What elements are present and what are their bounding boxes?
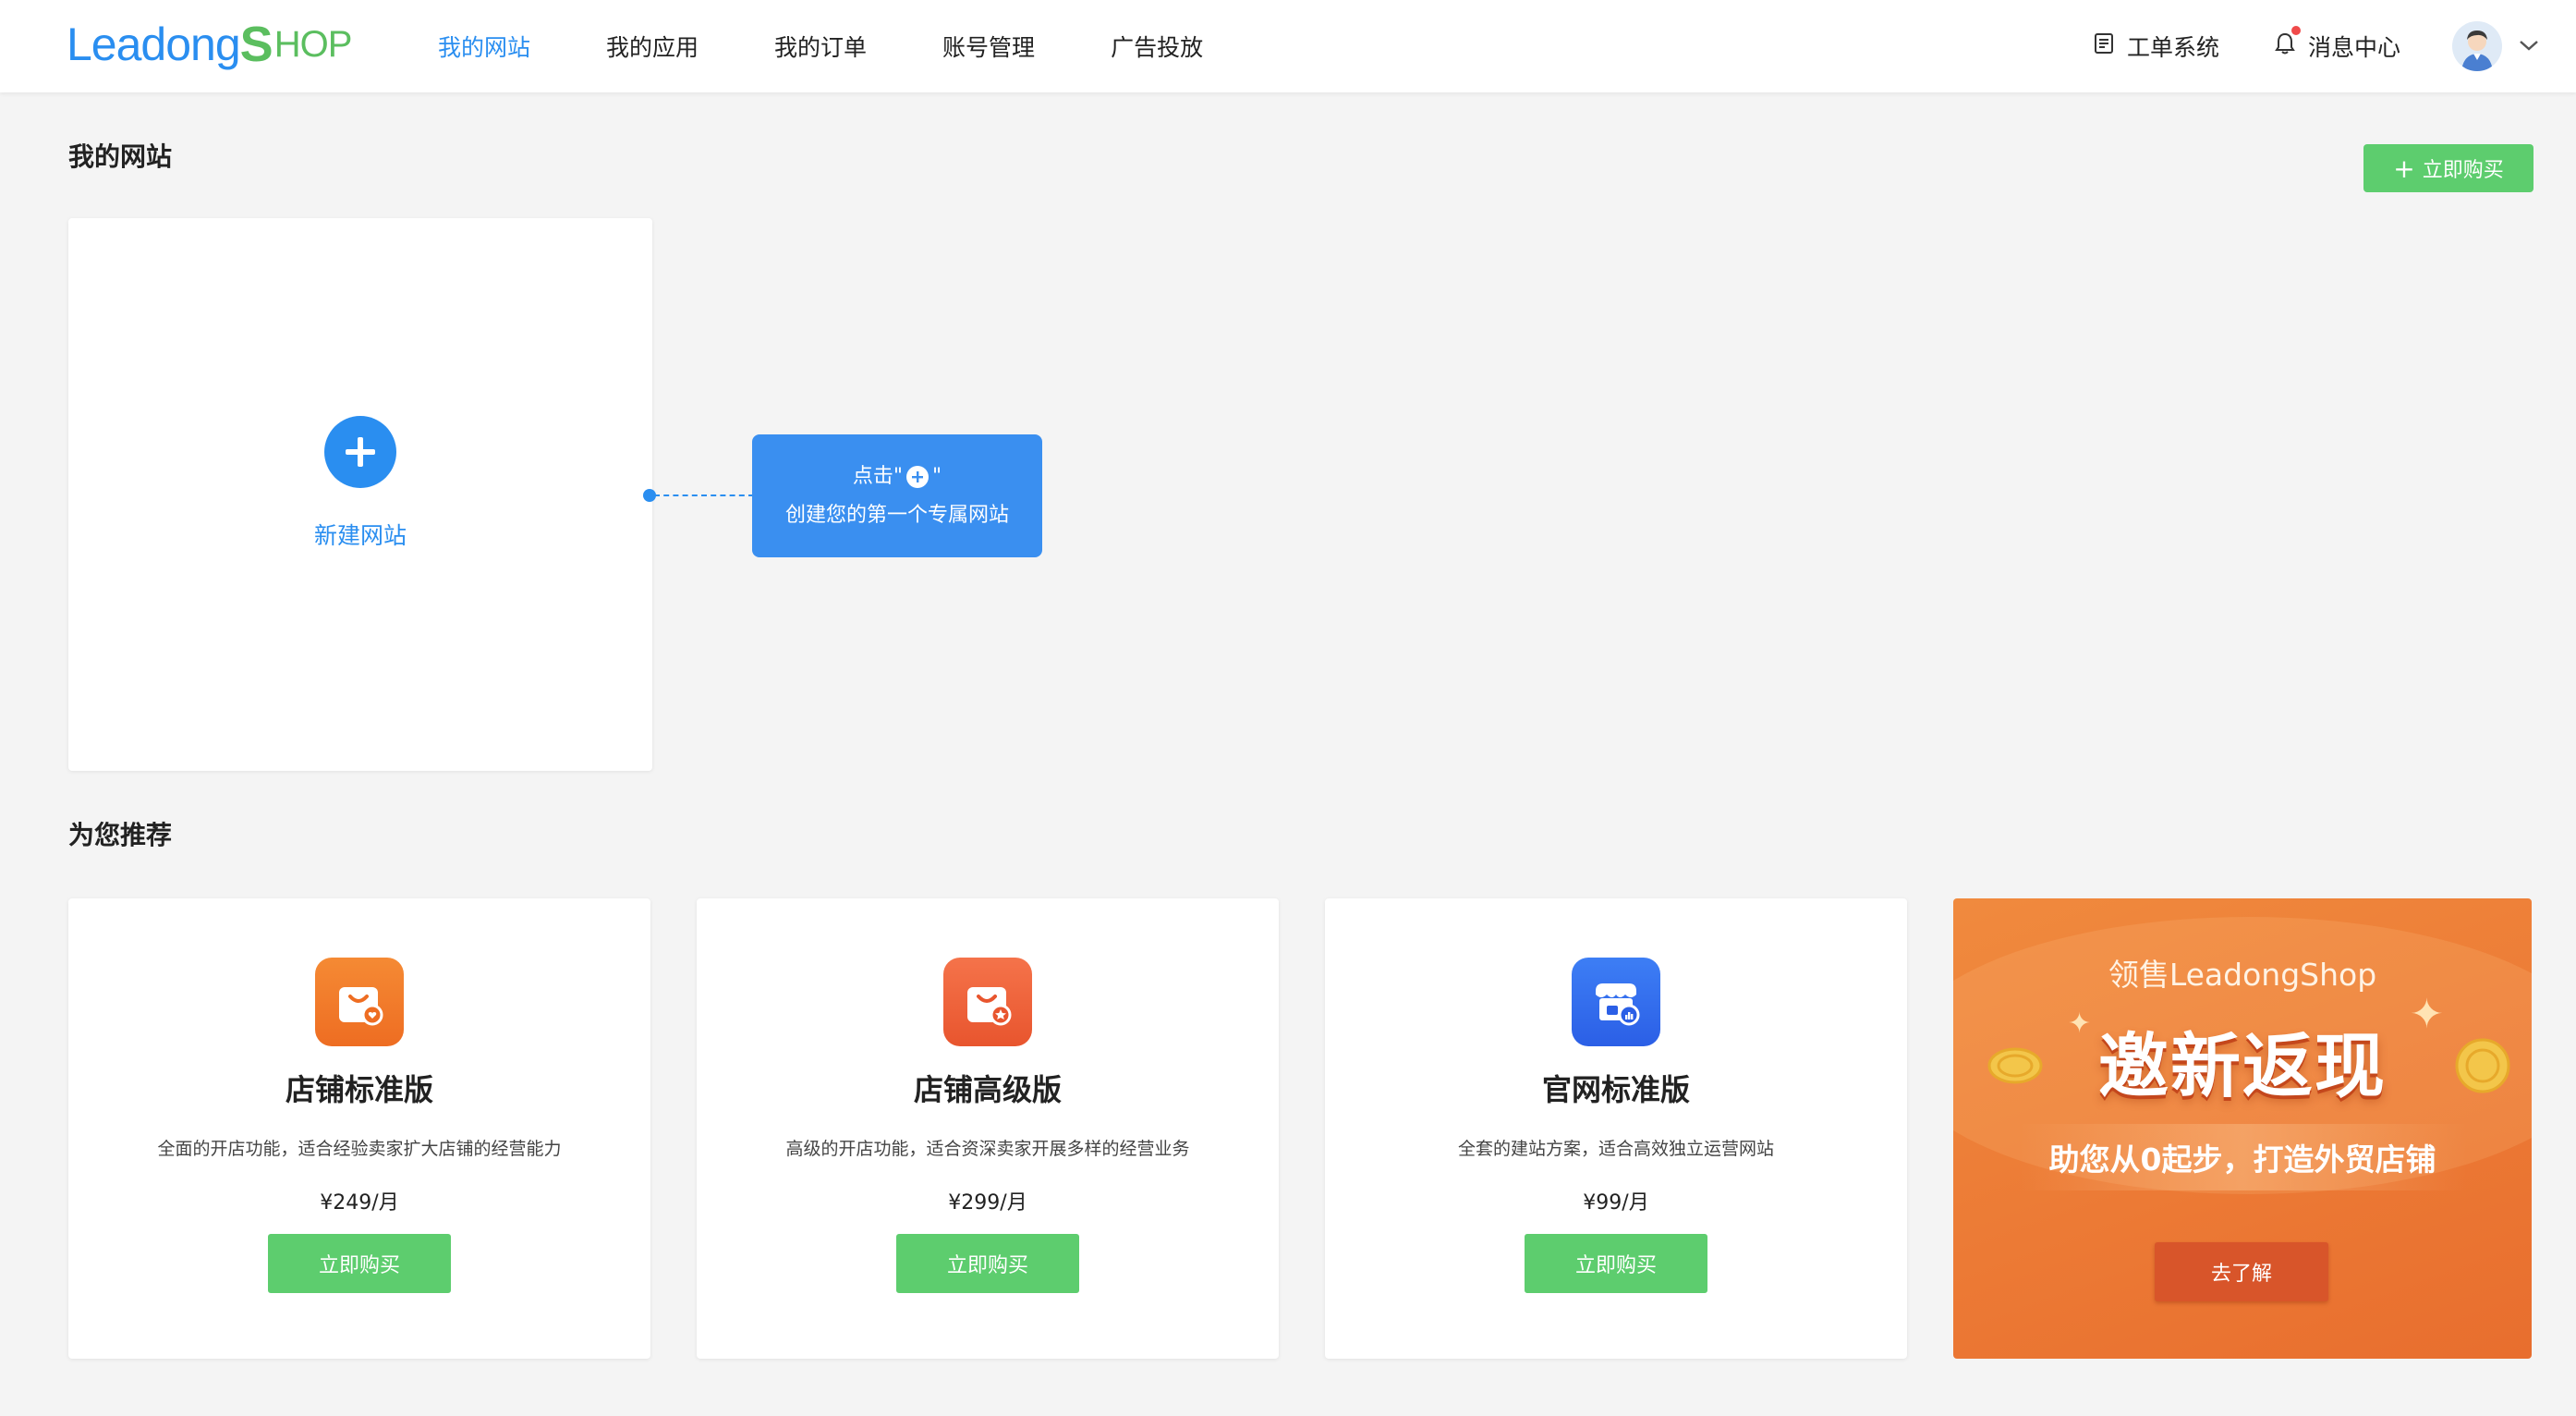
sparkle-icon: ✦ xyxy=(2068,1007,2092,1040)
new-site-label[interactable]: 新建网站 xyxy=(313,522,407,549)
gold-coin-icon xyxy=(1987,1044,2044,1091)
shop-bag-heart-icon xyxy=(315,958,404,1046)
sparkle-icon: ✦ xyxy=(2410,991,2444,1038)
user-avatar[interactable] xyxy=(2452,21,2502,71)
nav-my-sites[interactable]: 我的网站 xyxy=(438,34,531,61)
learn-more-button[interactable]: 去了解 xyxy=(2155,1242,2328,1301)
tip-prefix: 点击" xyxy=(852,464,903,488)
shop-bag-star-icon xyxy=(943,958,1032,1046)
message-center-label: 消息中心 xyxy=(2307,34,2400,61)
tip-suffix: " xyxy=(932,464,942,488)
nav-my-orders[interactable]: 我的订单 xyxy=(774,34,868,61)
product-price: ¥299/月 xyxy=(948,1191,1027,1215)
tip-line-1: 点击" " xyxy=(853,458,942,496)
buy-store-standard-button[interactable]: 立即购买 xyxy=(268,1234,451,1293)
my-sites-title: 我的网站 xyxy=(68,141,173,172)
banner-wave-decoration xyxy=(1953,917,2532,1194)
ticket-system-label: 工单系统 xyxy=(2126,34,2219,61)
product-desc: 高级的开店功能，适合资深卖家开展多样的经营业务 xyxy=(785,1139,1190,1159)
promo-subtitle: 领售LeadongShop xyxy=(2108,957,2377,993)
product-name: 官网标准版 xyxy=(1541,1072,1690,1107)
buy-store-premium-button[interactable]: 立即购买 xyxy=(896,1234,1079,1293)
logo-text-s: S xyxy=(239,17,273,72)
promo-desc: 助您从0起步，打造外贸店铺 xyxy=(2048,1141,2436,1178)
invite-cashback-banner[interactable]: ✦ ✦ 领售LeadongShop 邀新返现 助您从0起步，打造外贸店铺 去了解 xyxy=(1953,898,2532,1359)
connector-dot xyxy=(643,489,656,502)
bell-icon xyxy=(2275,26,2301,61)
product-price: ¥249/月 xyxy=(320,1191,399,1215)
product-price: ¥99/月 xyxy=(1583,1191,1649,1215)
new-site-action[interactable]: 新建网站 xyxy=(68,416,652,551)
ticket-system-link[interactable]: 工单系统 xyxy=(2094,30,2219,63)
promo-title: 邀新返现 xyxy=(2098,1025,2387,1107)
nav-account[interactable]: 账号管理 xyxy=(942,34,1036,61)
chevron-down-icon[interactable] xyxy=(2519,38,2539,55)
product-card-store-premium: 店铺高级版 高级的开店功能，适合资深卖家开展多样的经营业务 ¥299/月 立即购… xyxy=(697,898,1279,1359)
recommend-title: 为您推荐 xyxy=(68,820,173,850)
message-center-link[interactable]: 消息中心 xyxy=(2275,26,2400,63)
buy-now-label: 立即购买 xyxy=(2422,159,2504,182)
plus-icon xyxy=(906,465,929,488)
plus-circle-icon[interactable] xyxy=(324,416,396,488)
onboarding-tip: 点击" " 创建您的第一个专属网站 xyxy=(752,434,1042,557)
buy-now-button[interactable]: + 立即购买 xyxy=(2363,144,2533,192)
logo-text-hop: HOP xyxy=(273,23,353,65)
product-desc: 全面的开店功能，适合经验卖家扩大店铺的经营能力 xyxy=(157,1139,562,1159)
header-actions: 工单系统 消息中心 xyxy=(2038,0,2539,92)
promo-band xyxy=(2018,1124,2467,1190)
connector-line xyxy=(654,494,754,496)
nav-ads[interactable]: 广告投放 xyxy=(1111,34,1204,61)
product-name: 店铺标准版 xyxy=(285,1072,433,1107)
document-icon xyxy=(2094,32,2114,60)
new-site-card[interactable]: 新建网站 xyxy=(68,218,652,771)
plus-icon: + xyxy=(2393,153,2415,184)
product-name: 店铺高级版 xyxy=(913,1072,1062,1107)
main-nav: 我的网站 我的应用 我的订单 账号管理 广告投放 xyxy=(438,0,1279,92)
logo-text-leadong: Leadong xyxy=(67,18,241,70)
buy-site-standard-button[interactable]: 立即购买 xyxy=(1525,1234,1707,1293)
nav-my-apps[interactable]: 我的应用 xyxy=(606,34,699,61)
product-card-store-standard: 店铺标准版 全面的开店功能，适合经验卖家扩大店铺的经营能力 ¥249/月 立即购… xyxy=(68,898,650,1359)
storefront-chart-icon xyxy=(1572,958,1660,1046)
product-card-site-standard: 官网标准版 全套的建站方案，适合高效独立运营网站 ¥99/月 立即购买 xyxy=(1325,898,1907,1359)
product-desc: 全套的建站方案，适合高效独立运营网站 xyxy=(1457,1139,1774,1159)
notification-dot xyxy=(2290,26,2301,35)
gold-coin-icon xyxy=(2452,1035,2513,1100)
tip-line-2: 创建您的第一个专属网站 xyxy=(784,503,1009,527)
